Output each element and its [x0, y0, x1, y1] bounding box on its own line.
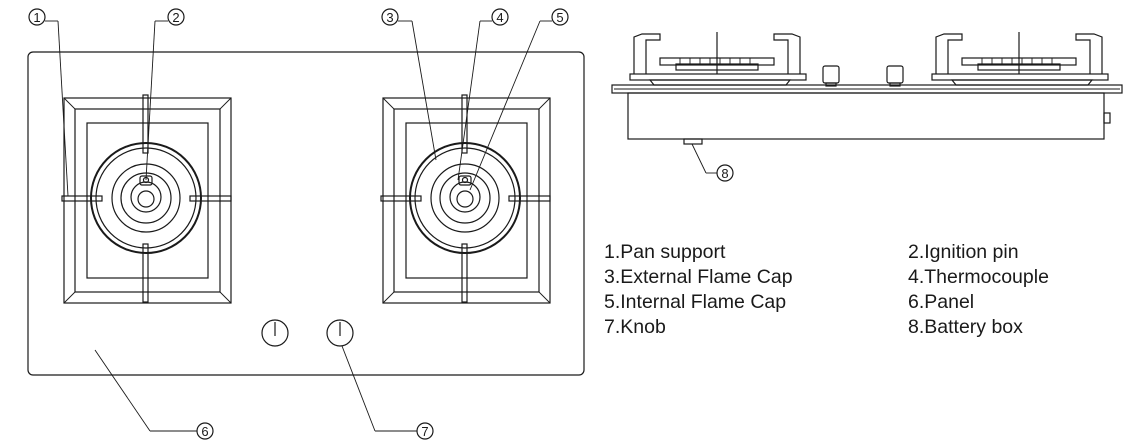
side-knob-right	[886, 65, 904, 84]
battery-box	[683, 138, 703, 145]
hob-side-view	[611, 32, 1123, 145]
legend-item-internal-flame-cap: 5.Internal Flame Cap	[604, 291, 787, 313]
knob-left	[261, 319, 289, 347]
svg-text:1: 1	[33, 10, 40, 25]
legend-item-pan-support: 1.Pan support	[604, 241, 726, 263]
hob-top-view	[27, 51, 585, 376]
side-body	[627, 92, 1105, 140]
legend-item-external-flame-cap: 3.External Flame Cap	[604, 266, 793, 288]
callout-4: 4	[457, 8, 509, 181]
legend-item-panel: 6.Panel	[908, 291, 975, 313]
callout-6: 6	[94, 349, 214, 440]
parts-legend: 1.Pan support 2.Ignition pin 3.External …	[604, 240, 1132, 339]
svg-text:7: 7	[421, 424, 428, 439]
svg-text:3: 3	[386, 10, 393, 25]
legend-item-thermocouple: 4.Thermocouple	[908, 266, 1049, 288]
side-left-burner	[629, 32, 807, 86]
side-knob-left	[822, 65, 840, 84]
legend-item-knob: 7.Knob	[604, 316, 666, 338]
hob-panel	[27, 51, 585, 376]
callout-7: 7	[341, 345, 434, 440]
callout-5: 5	[469, 8, 569, 191]
svg-text:8: 8	[721, 166, 728, 181]
legend-item-battery-box: 8.Battery box	[908, 316, 1023, 338]
callout-2: 2	[145, 8, 185, 181]
left-pan-support	[61, 94, 232, 303]
legend-item-ignition-pin: 2.Ignition pin	[908, 241, 1019, 263]
callout-1: 1	[28, 8, 69, 197]
svg-text:5: 5	[556, 10, 563, 25]
left-burner	[61, 94, 232, 304]
callout-3: 3	[381, 8, 437, 161]
right-external-flame-cap	[409, 142, 521, 254]
right-burner	[380, 94, 551, 304]
svg-text:6: 6	[201, 424, 208, 439]
svg-text:2: 2	[172, 10, 179, 25]
callout-8: 8	[691, 143, 734, 182]
right-pan-support	[380, 94, 551, 303]
side-right-burner	[931, 32, 1109, 86]
knob-right	[326, 319, 354, 347]
left-external-flame-cap	[90, 142, 202, 254]
svg-text:4: 4	[496, 10, 503, 25]
